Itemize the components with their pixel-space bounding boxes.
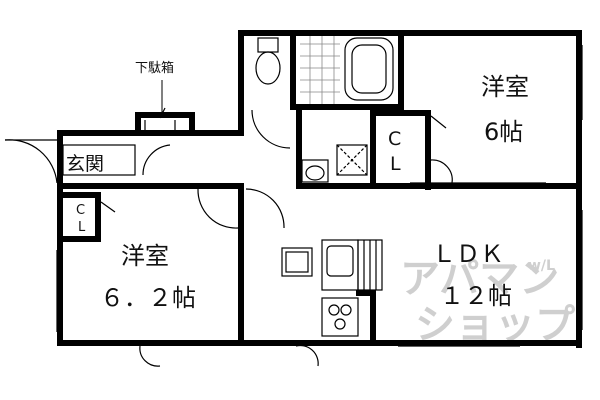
ldk-size: １２帖 — [440, 282, 512, 310]
interior-lines — [4, 45, 583, 367]
ldk-name: ＬＤＫ — [432, 240, 504, 268]
shoe-box-label: 下駄箱 — [135, 60, 174, 76]
wash-basin — [301, 159, 329, 183]
western-room-1-name: 洋室 — [481, 73, 529, 101]
watermark: アパマン ショップ w/L — [400, 256, 575, 348]
washing-machine — [336, 144, 368, 176]
watermark-line1: アパマン — [400, 256, 559, 302]
walls — [57, 30, 582, 348]
closet-1-top: C — [388, 128, 401, 150]
entrance-label: 玄関 — [66, 153, 104, 175]
closet-2-top: C — [76, 203, 85, 218]
western-room-1-size: 6帖 — [484, 118, 523, 146]
toilet-bowl — [255, 51, 281, 85]
stove — [321, 297, 359, 337]
bathtub — [344, 37, 394, 101]
western-room-2-size: ６．２帖 — [100, 284, 196, 312]
closet-1-bottom: L — [390, 153, 401, 175]
watermark-small: w/L — [528, 258, 555, 274]
closet-2-bottom: L — [78, 220, 86, 235]
western-room-2-name: 洋室 — [121, 242, 169, 270]
tile-grid — [300, 36, 340, 104]
toilet-tank — [257, 37, 279, 53]
fridge — [281, 247, 313, 277]
fixtures — [144, 37, 394, 337]
